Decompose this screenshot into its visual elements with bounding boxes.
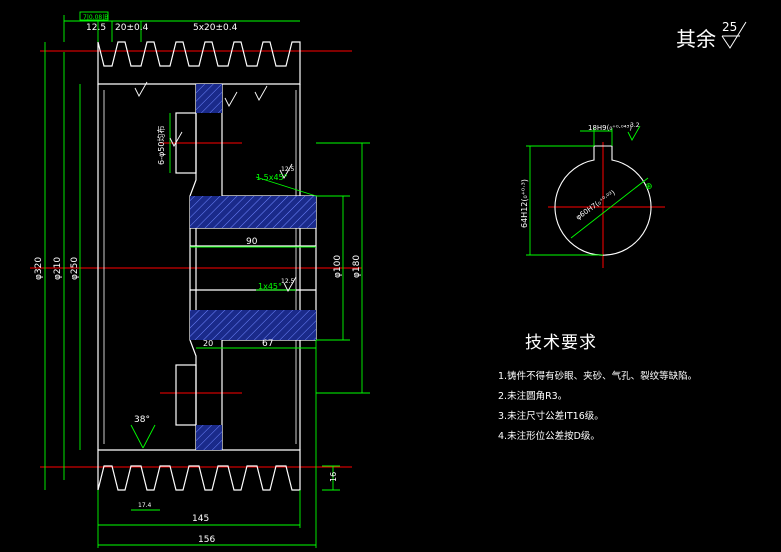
dimension-lines [44, 11, 370, 548]
dim-chamfer-1: 1.5x45° [256, 173, 288, 182]
dim-90: 90 [246, 237, 258, 247]
dim-chamfer-2: 1x45° [258, 282, 282, 291]
hatched-areas [190, 84, 316, 450]
roughness-label: 其余 [676, 27, 716, 51]
top-rim [97, 41, 301, 85]
dim-d210: φ210 [53, 257, 63, 280]
note-item-1: 1.铸件不得有砂眼、夹砂、气孔、裂纹等缺陷。 [498, 371, 698, 382]
dim-pitch: 17.4 [138, 502, 152, 509]
dim-67: 67 [262, 339, 273, 349]
dim-holes: 6-φ50均布 [156, 126, 166, 165]
ra-mark-1: 12.5 [281, 166, 295, 173]
ra-mark-2: 12.5 [281, 278, 295, 285]
keyway-dims [526, 125, 649, 256]
keyway-depth: 64H12(₀⁺⁰·³) [520, 179, 529, 228]
dim-d320: φ320 [34, 257, 44, 280]
bore-dia: φ60H7(₀⁺⁰·⁰³) [575, 189, 617, 222]
notes-title: 技术要求 [525, 333, 597, 353]
dim-d250: φ250 [70, 257, 80, 280]
bottom-rim [97, 449, 301, 491]
bore-mark: ⊕ [645, 182, 653, 192]
keyway-ra: 3.2 [630, 122, 640, 129]
roughness-marks [134, 81, 297, 292]
tol-frame-text: 7|0.08|B [83, 14, 108, 21]
note-item-4: 4.未注形位公差按D级。 [498, 431, 600, 442]
dim-156: 156 [198, 535, 215, 545]
dim-12-5: 12.5 [86, 23, 106, 33]
keyway-section [554, 145, 652, 256]
general-roughness: 其余 25 [676, 20, 747, 51]
keyway-width: 18H9(₀⁺⁰·⁰⁴³) [588, 124, 632, 132]
dimension-text: 7|0.08|B 12.5 20±0.4 5x20±0.4 φ320 φ210 … [34, 14, 362, 545]
dim-d100: φ100 [333, 255, 343, 278]
technical-requirements: 技术要求 1.铸件不得有砂眼、夹砂、气孔、裂纹等缺陷。 2.未注圆角R3。 3.… [498, 328, 697, 447]
note-item-2: 2.未注圆角R3。 [498, 391, 568, 402]
hole-bottom-outline [175, 364, 197, 426]
dim-16: 16 [329, 472, 338, 482]
dim-145: 145 [192, 514, 209, 524]
roughness-value: 25 [722, 20, 737, 34]
dim-20b: 20 [203, 339, 213, 348]
dim-angle: 38° [134, 415, 150, 425]
note-item-3: 3.未注尺寸公差IT16级。 [498, 411, 604, 422]
dim-20: 20±0.4 [115, 23, 149, 33]
dim-5x20: 5x20±0.4 [193, 23, 238, 33]
bore-outline [554, 145, 652, 256]
keyway-text: 18H9(₀⁺⁰·⁰⁴³) 64H12(₀⁺⁰·³) φ60H7(₀⁺⁰·⁰³)… [520, 122, 653, 228]
dim-d180: φ180 [352, 255, 362, 278]
